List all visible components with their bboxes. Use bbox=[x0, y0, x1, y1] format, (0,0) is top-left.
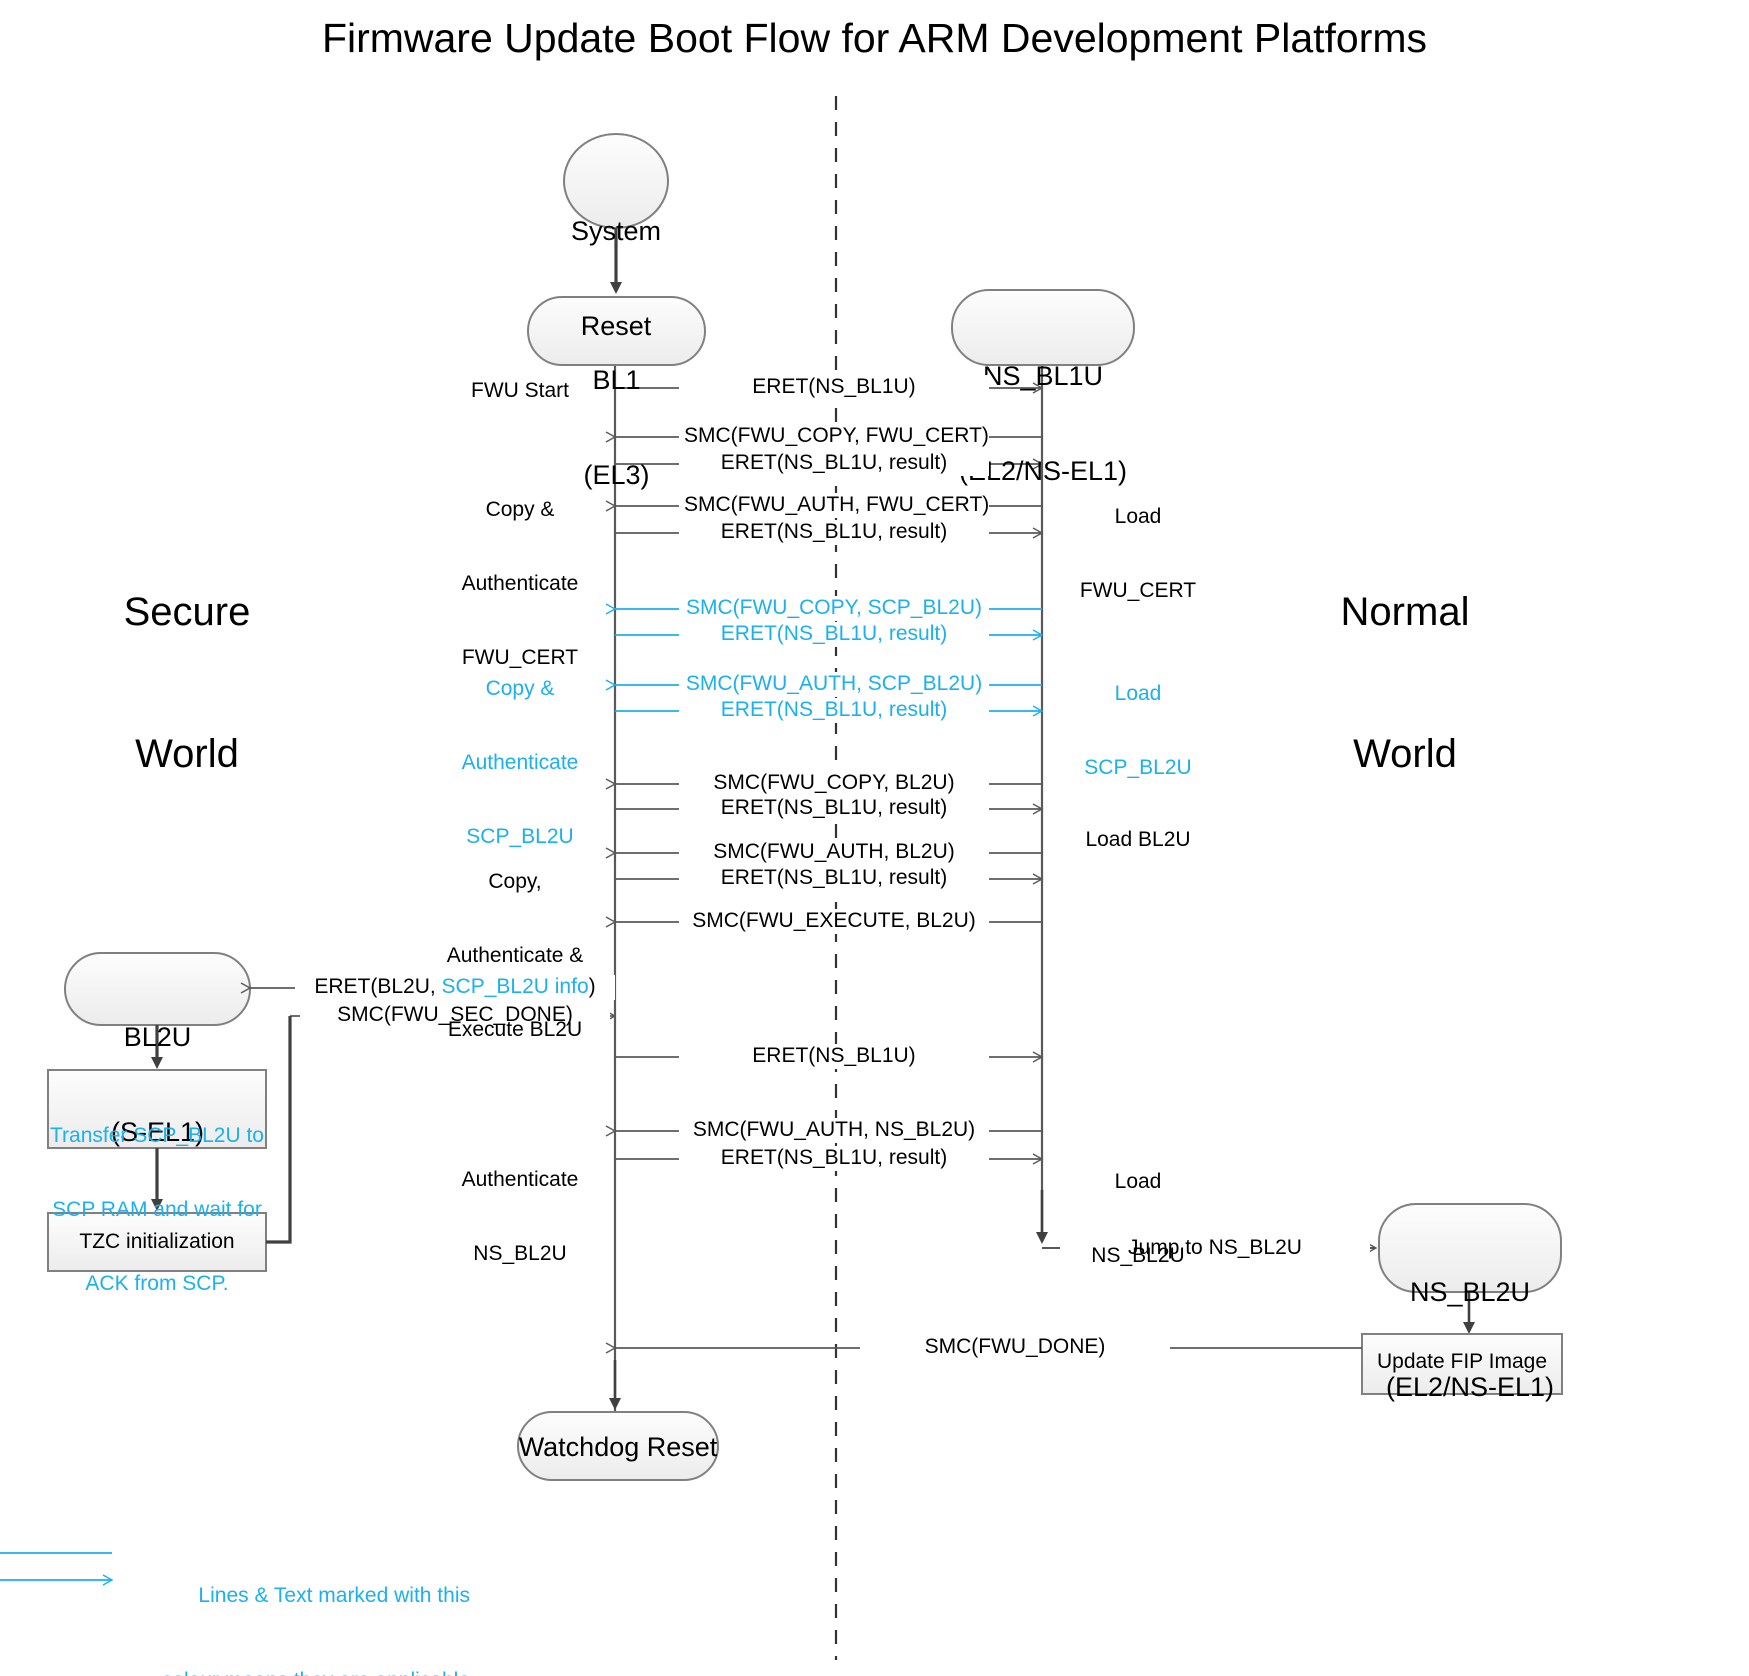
secure-world-line1: Secure bbox=[123, 590, 251, 635]
node-ns-bl1u bbox=[951, 289, 1135, 366]
msg-label-m16: SMC(FWU_SEC_DONE) bbox=[300, 1003, 610, 1028]
r2-line2: SCP_BL2U bbox=[1084, 755, 1192, 779]
box-label-tzc-init[interactable]: TZC initialization bbox=[79, 1230, 235, 1253]
r2-line1: Load bbox=[1114, 681, 1162, 705]
node-label-watchdog-reset[interactable]: Watchdog Reset bbox=[518, 1432, 718, 1462]
msg-label-m13: ERET(NS_BL1U, result) bbox=[679, 866, 989, 891]
msg-label-m3: ERET(NS_BL1U, result) bbox=[679, 451, 989, 476]
msg-label-m12: SMC(FWU_AUTH, BL2U) bbox=[679, 840, 989, 865]
node-label-bl1[interactable]: BL1 (EL3) bbox=[528, 301, 705, 556]
node-bl1 bbox=[527, 296, 706, 366]
msg-label-m6: SMC(FWU_COPY, SCP_BL2U) bbox=[679, 596, 989, 621]
legend-line1: Lines & Text marked with this bbox=[198, 1583, 470, 1607]
path-tzc-to-bl1-return bbox=[266, 1016, 292, 1244]
box-label-transfer-scp[interactable]: Transfer SCP_BL2U to SCP RAM and wait fo… bbox=[48, 1074, 266, 1346]
a4-line3: Execute BL2U bbox=[447, 1018, 583, 1042]
a4-line1: Copy, bbox=[488, 869, 542, 893]
annotation-load-ns-bl2u: Load NS_BL2U bbox=[1058, 1120, 1218, 1318]
box-tzc-init bbox=[47, 1212, 267, 1272]
a2-line2: Authenticate bbox=[461, 571, 579, 595]
msg-label-m15: ERET(BL2U, SCP_BL2U info) bbox=[295, 975, 615, 1000]
ns-bl2u-line1: NS_BL2U bbox=[1409, 1276, 1531, 1307]
label-secure-world: Secure World bbox=[62, 495, 312, 873]
legend-line2: colour means they are applicable bbox=[130, 1667, 470, 1676]
bl1-line1: BL1 bbox=[592, 364, 641, 395]
node-label-bl2u[interactable]: BL2U (S-EL1) bbox=[65, 958, 250, 1213]
msg-label-m2: SMC(FWU_COPY, FWU_CERT) bbox=[679, 424, 989, 449]
annotation-copy-auth-scp-bl2u: Copy & Authenticate SCP_BL2U bbox=[440, 627, 600, 899]
annotation-load-bl2u: Load BL2U bbox=[1085, 828, 1191, 851]
annotation-authenticate-ns-bl2u: Authenticate NS_BL2U bbox=[440, 1118, 600, 1316]
r4-line1: Load bbox=[1114, 1169, 1162, 1193]
annotation-copy-auth-exec-bl2u: Copy, Authenticate & Execute BL2U bbox=[420, 820, 610, 1092]
msg-label-m9: ERET(NS_BL1U, result) bbox=[679, 698, 989, 723]
annotation-load-scp-bl2u: Load SCP_BL2U bbox=[1058, 632, 1218, 830]
r1-line2: FWU_CERT bbox=[1079, 578, 1197, 602]
m15-prefix: ERET(BL2U, bbox=[314, 975, 442, 998]
box-transfer-scp bbox=[47, 1069, 267, 1149]
a3-line2: Authenticate bbox=[461, 750, 579, 774]
r1-line1: Load bbox=[1114, 504, 1162, 528]
bl2u-line2: (S-EL1) bbox=[110, 1117, 205, 1148]
msg-label-m7: ERET(NS_BL1U, result) bbox=[679, 622, 989, 647]
msg-label-m10: SMC(FWU_COPY, BL2U) bbox=[679, 771, 989, 796]
m15-suffix: ) bbox=[588, 975, 596, 998]
box-label-update-fip[interactable]: Update FIP Image bbox=[1376, 1350, 1548, 1373]
a4-line2: Authenticate & bbox=[446, 943, 584, 967]
label-normal-world: Normal World bbox=[1280, 495, 1530, 873]
legend-text: Lines & Text marked with this colour mea… bbox=[130, 1525, 470, 1676]
msg-label-m21: SMC(FWU_DONE) bbox=[860, 1335, 1170, 1360]
msg-label-m5: ERET(NS_BL1U, result) bbox=[679, 520, 989, 545]
transfer-scp-line1: Transfer SCP_BL2U to bbox=[50, 1123, 264, 1147]
a2-line3: FWU_CERT bbox=[461, 646, 579, 670]
system-reset-line1: System bbox=[570, 215, 662, 246]
a5-line2: NS_BL2U bbox=[473, 1241, 567, 1265]
annotation-fwu-start: FWU Start bbox=[471, 379, 569, 402]
a5-line1: Authenticate bbox=[461, 1167, 579, 1191]
normal-world-line1: Normal bbox=[1340, 590, 1470, 635]
msg-label-m8: SMC(FWU_AUTH, SCP_BL2U) bbox=[679, 672, 989, 697]
transfer-scp-line3: ACK from SCP. bbox=[85, 1272, 229, 1296]
msg-label-m4: SMC(FWU_AUTH, FWU_CERT) bbox=[679, 493, 989, 518]
msg-label-m17: ERET(NS_BL1U) bbox=[679, 1044, 989, 1069]
node-watchdog-reset bbox=[517, 1411, 719, 1481]
msg-label-m19: ERET(NS_BL1U, result) bbox=[679, 1146, 989, 1171]
normal-world-line2: World bbox=[1353, 731, 1457, 776]
secure-world-line2: World bbox=[135, 731, 239, 776]
node-label-ns-bl2u[interactable]: NS_BL2U (EL2/NS-EL1) bbox=[1374, 1213, 1566, 1468]
bl1-line2: (EL3) bbox=[583, 460, 650, 491]
m15-cyan: SCP_BL2U info bbox=[441, 975, 589, 998]
annotation-copy-auth-fwu-cert: Copy & Authenticate FWU_CERT bbox=[440, 448, 600, 720]
msg-label-m14: SMC(FWU_EXECUTE, BL2U) bbox=[679, 909, 989, 934]
msg-label-m18: SMC(FWU_AUTH, NS_BL2U) bbox=[679, 1118, 989, 1143]
ns-bl1u-line1: NS_BL1U bbox=[982, 360, 1104, 391]
r4-line2: NS_BL2U bbox=[1091, 1243, 1185, 1267]
annotation-load-fwu-cert: Load FWU_CERT bbox=[1058, 455, 1218, 653]
a3-line1: Copy & bbox=[485, 676, 555, 700]
page-title: Firmware Update Boot Flow for ARM Develo… bbox=[321, 15, 1428, 61]
msg-label-m20: Jump to NS_BL2U bbox=[1060, 1236, 1370, 1261]
a3-line3: SCP_BL2U bbox=[466, 825, 574, 849]
node-label-system-reset[interactable]: System Reset bbox=[541, 152, 691, 407]
box-update-fip bbox=[1361, 1333, 1563, 1395]
bl2u-line1: BL2U bbox=[123, 1021, 192, 1052]
msg-label-m1: ERET(NS_BL1U) bbox=[679, 375, 989, 400]
system-reset-line2: Reset bbox=[580, 311, 652, 342]
ns-bl2u-line2: (EL2/NS-EL1) bbox=[1385, 1372, 1555, 1403]
msg-label-m11: ERET(NS_BL1U, result) bbox=[679, 796, 989, 821]
transfer-scp-line2: SCP RAM and wait for bbox=[52, 1197, 262, 1221]
a2-line1: Copy & bbox=[485, 497, 555, 521]
